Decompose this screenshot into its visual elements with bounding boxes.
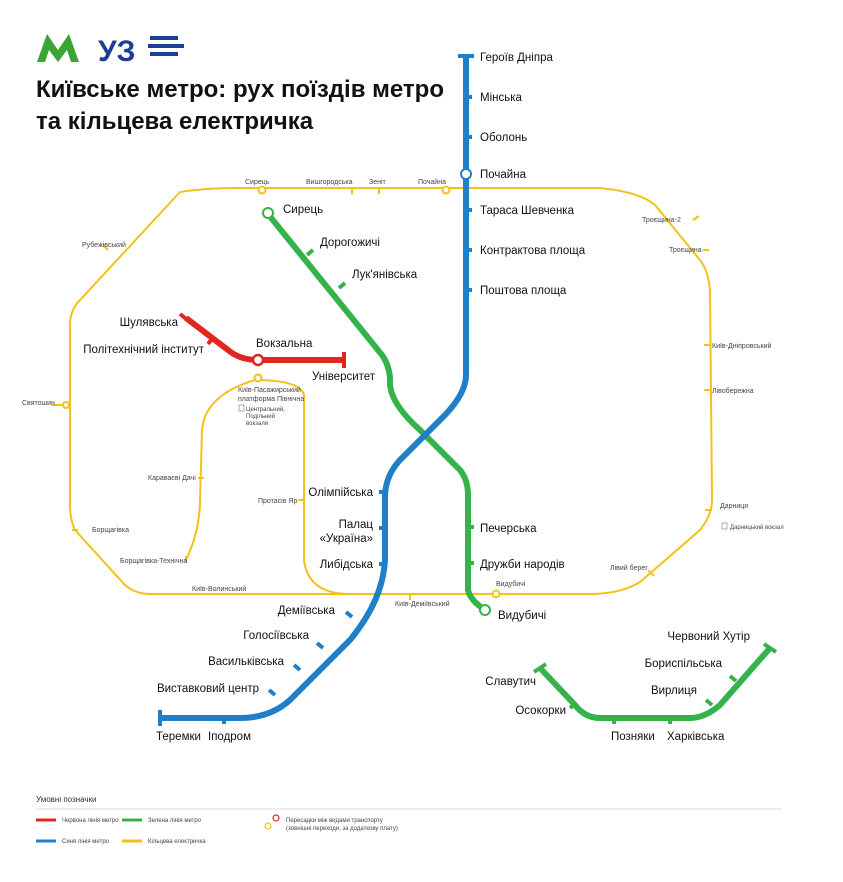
ring-label-vyshhorodska: Вишгородська (306, 179, 353, 186)
uz-logo: УЗ (98, 35, 184, 68)
svg-text:Центральний,: Центральний, (246, 406, 285, 413)
label-pochaina: Почайна (480, 169, 527, 181)
label-tarasa-shevchenka: Тараса Шевченка (480, 205, 575, 217)
transfer-markers (62, 168, 501, 616)
ring-label-sviatoshyn: Святошин (22, 400, 55, 407)
ring-labels: Сирець Вишгородська Зеніт Почайна Троєщи… (22, 178, 771, 608)
ring-label-darnytsia: Дарниця (720, 503, 748, 510)
label-slavutych: Славутич (485, 676, 536, 688)
label-kharkivska: Харківська (667, 731, 725, 743)
svg-text:Умовні позначки: Умовні позначки (36, 795, 97, 804)
ring-label-platforma-pivnichna: платформа Північна (238, 395, 304, 403)
label-universytet: Університет (312, 371, 376, 383)
legend: Умовні позначки Червона лінія метро Зеле… (36, 795, 782, 845)
label-holosiivska: Голосіївська (243, 630, 309, 642)
ring-label-kyiv-dniprovskyi: Київ-Дніпровський (712, 342, 771, 350)
green-ticks (305, 248, 474, 565)
ring-label-vydubychi: Видубичі (496, 580, 526, 588)
page-title: Київське метро: рух поїздів метро та кіл… (36, 74, 444, 138)
ring-label-borshchahivka-tekhnichna: Борщагівка-Технічна (120, 557, 187, 565)
ring-label-protasiv-yar: Протасів Яр (258, 497, 297, 505)
left-bank-labels: Славутич Осокорки Позняки Харківська Вир… (485, 631, 750, 743)
ring-label-pochaina: Почайна (418, 178, 446, 186)
label-vyrlytsia: Вирлиця (651, 685, 697, 697)
blue-labels: Героїв Дніпра Мінська Оболонь Почайна Та… (156, 52, 586, 743)
svg-text:Кільцева електричка: Кільцева електричка (148, 839, 206, 845)
ring-label-syrets: Сирець (245, 179, 270, 186)
ring-label-troieshchyna-2: Троєщина-2 (642, 217, 681, 224)
green-left-ticks (532, 642, 778, 724)
label-vydubychi: Видубичі (498, 610, 546, 622)
label-vystavkovyi: Виставковий центр (157, 683, 259, 695)
title-line-1: Київське метро: рух поїздів метро (36, 76, 444, 103)
ring-label-borshchahivka: Борщагівка (92, 526, 129, 534)
label-olimpiiska: Олімпійська (308, 487, 373, 499)
label-poshtova: Поштова площа (480, 285, 567, 297)
red-labels: Шулявська Політехнічний інститут Вокзаль… (83, 317, 376, 383)
ring-notes: Центральний, Подільний вокзали Дарницьки… (238, 404, 784, 531)
label-chervonyi-khutir: Червоний Хутір (667, 631, 750, 643)
label-dorohozhychi: Дорогожичі (320, 237, 380, 249)
label-ipodrom: Іподром (208, 731, 251, 743)
ring-label-zenit: Зеніт (369, 178, 387, 186)
label-politekhnichnyi: Політехнічний інститут (83, 344, 204, 356)
label-ukraina: «Україна» (320, 533, 373, 545)
ring-label-troieshchyna: Троєщина (669, 247, 702, 254)
label-lukianivska: Лук'янівська (352, 269, 418, 281)
label-palats: Палац (339, 519, 374, 531)
label-kontraktova: Контрактова площа (480, 245, 586, 257)
label-teremky: Теремки (156, 731, 201, 743)
label-boryspilska: Бориспільська (645, 658, 723, 670)
svg-text:вокзали: вокзали (246, 421, 268, 427)
green-line (265, 212, 487, 613)
svg-text:Червона лінія метро: Червона лінія метро (62, 818, 119, 824)
metro-logo (37, 34, 79, 62)
ring-station-marks (72, 188, 712, 600)
blue-line (160, 56, 469, 721)
label-minska: Мінська (480, 92, 523, 104)
title-line-2: та кільцева електричка (36, 108, 314, 135)
ring-label-livyi-bereh: Лівий берег (610, 564, 648, 572)
ring-label-kyiv-volynskyi: Київ-Волинський (192, 585, 246, 593)
svg-text:Зелена лінія метро: Зелена лінія метро (148, 818, 202, 824)
ring-label-kyiv-demiivskyi: Київ-Деміївський (395, 600, 450, 608)
svg-text:Дарницький вокзал: Дарницький вокзал (730, 524, 784, 531)
ring-label-rubezhivskyi: Рубежівський (82, 241, 126, 249)
label-osokorky: Осокорки (515, 705, 566, 717)
label-obolon: Оболонь (480, 132, 527, 144)
label-vasylkivska: Васильківська (208, 656, 285, 668)
ring-label-karavaievi-dachi: Караваєві Дачі (148, 474, 196, 482)
label-heroiv-dnipra: Героїв Дніпра (480, 52, 553, 64)
svg-text:(зовнішні переходи, за додатко: (зовнішні переходи, за додаткову плату) (286, 826, 398, 832)
label-lybidska: Либідська (320, 559, 374, 571)
label-shuliavska: Шулявська (120, 317, 179, 329)
svg-text:Подільний: Подільний (246, 413, 275, 420)
ring-label-livoberezhna: Лівобережна (712, 387, 754, 395)
label-demiivska: Деміївська (278, 605, 336, 617)
ring-label-kyiv-pasazhyrskyi: Київ-Пасажирський (238, 386, 301, 394)
label-druzhby: Дружби народів (480, 559, 565, 571)
svg-text:Синя лінія метро: Синя лінія метро (62, 839, 110, 845)
svg-text:Пересадки між видами транспорт: Пересадки між видами транспорту (286, 818, 383, 824)
green-labels: Сирець Дорогожичі Лук'янівська Печерська… (283, 204, 565, 622)
svg-text:УЗ: УЗ (98, 35, 135, 68)
label-pecherska: Печерська (480, 523, 537, 535)
blue-ticks (158, 54, 474, 726)
label-syrets: Сирець (283, 204, 323, 216)
green-line-left-bank (537, 646, 773, 721)
label-pozniaky: Позняки (611, 731, 655, 743)
red-ticks (178, 312, 346, 368)
label-vokzalna: Вокзальна (256, 338, 313, 350)
